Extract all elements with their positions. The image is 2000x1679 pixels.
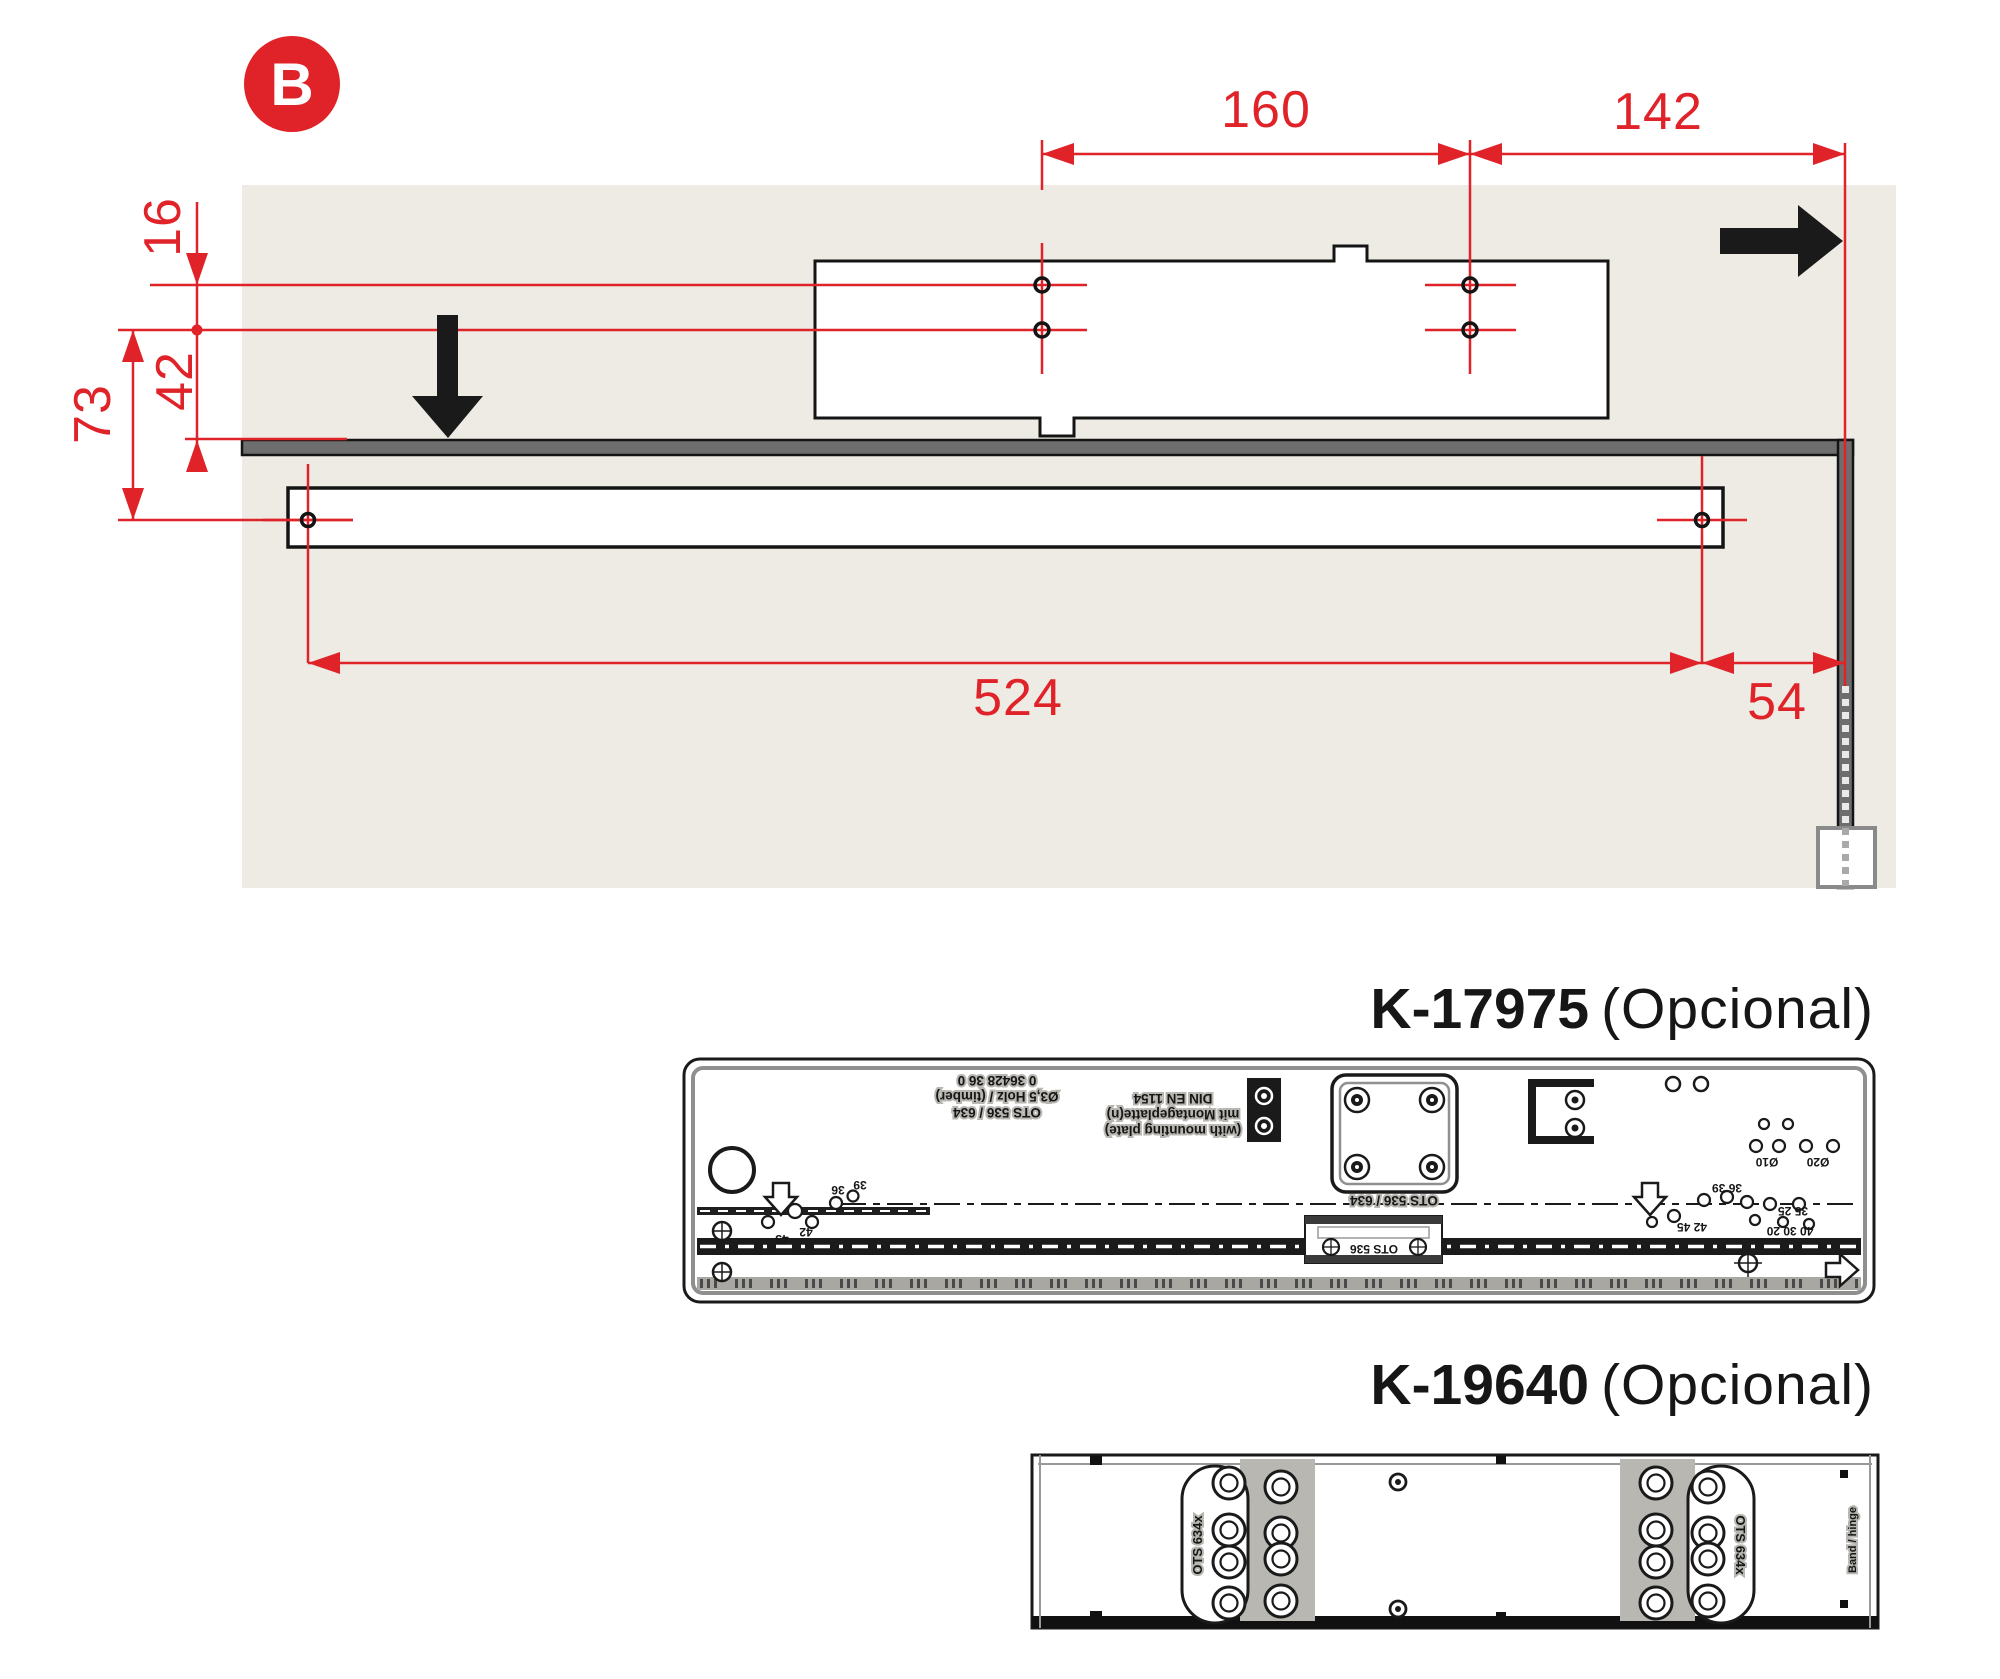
- closer-body-plate: [813, 244, 1610, 438]
- square-corner-screws: [1343, 1086, 1446, 1181]
- template-down-arrow-icon: [762, 1181, 800, 1217]
- template-suffix: (Opcional): [1601, 1353, 1874, 1417]
- template-code: K-19640: [1370, 1353, 1590, 1417]
- template-text-block-din: DIN EN 1154 mit Montageplatte(n) (with m…: [1103, 1089, 1243, 1140]
- template-text-block-left: 0 36428 36 0 Ø3,5 Holz / (timber) OTS 53…: [933, 1071, 1060, 1122]
- fixing-holes: [299, 276, 1711, 529]
- svg-text:Ø10: Ø10: [1755, 1155, 1778, 1169]
- dim-524: 524: [973, 669, 1063, 727]
- arm-hole-marks: [760, 1189, 860, 1230]
- svg-text:Ø20: Ø20: [1806, 1155, 1829, 1169]
- template-down-arrow-icon-2: [1631, 1181, 1669, 1217]
- svg-text:OTS 634x: OTS 634x: [1190, 1515, 1205, 1575]
- slide-rail: [286, 486, 1725, 549]
- svg-text:Ø3,5 Holz / (timber): Ø3,5 Holz / (timber): [935, 1089, 1058, 1104]
- svg-text:Band / hinge: Band / hinge: [1847, 1507, 1859, 1573]
- svg-text:40 30 20: 40 30 20: [1766, 1224, 1813, 1238]
- spindle-hole: [708, 1146, 756, 1194]
- dimension-arrowheads: [122, 143, 1845, 674]
- svg-text:35 25: 35 25: [1778, 1204, 1808, 1218]
- template-title-k19640: K-19640(Opcional): [1370, 1352, 1874, 1418]
- svg-text:36: 36: [831, 1183, 845, 1197]
- lower-module: OTS 536: [1304, 1215, 1443, 1264]
- down-arrow-icon: [412, 315, 483, 438]
- svg-text:39: 39: [853, 1178, 867, 1192]
- left-screw-marks: [711, 1220, 733, 1283]
- svg-text:OTS 536: OTS 536: [1350, 1242, 1398, 1256]
- svg-text:DIN EN 1154: DIN EN 1154: [1133, 1091, 1212, 1106]
- dim-42: 42: [146, 351, 204, 411]
- svg-text:mit Montageplatte(n): mit Montageplatte(n): [1107, 1107, 1240, 1122]
- left-circle-columns: [1211, 1465, 1299, 1621]
- svg-text:(with mounting plate): (with mounting plate): [1105, 1123, 1241, 1138]
- dim-73: 73: [64, 384, 122, 444]
- svg-text:OTS 536 / 634: OTS 536 / 634: [1350, 1193, 1438, 1208]
- crosshair-hole: [1734, 1249, 1762, 1277]
- right-circle-columns: [1638, 1465, 1726, 1621]
- frame-top-bar: [240, 438, 1855, 457]
- right-hole-cluster: [1645, 1117, 1841, 1231]
- template-code: K-17975: [1370, 977, 1590, 1041]
- dim-160: 160: [1221, 81, 1311, 139]
- svg-text:42 45: 42 45: [1677, 1220, 1707, 1234]
- c-bracket: [1528, 1079, 1594, 1144]
- dim-16: 16: [134, 197, 192, 257]
- svg-text:OTS 536 / 634: OTS 536 / 634: [953, 1105, 1041, 1120]
- dim-142: 142: [1613, 83, 1703, 141]
- template-k19640-drawing: OTS 634x: [1030, 1453, 1880, 1630]
- section-badge: B: [244, 36, 340, 132]
- svg-text:OTS 634x: OTS 634x: [1733, 1515, 1748, 1575]
- template-title-k17975: K-17975(Opcional): [1370, 976, 1874, 1042]
- template-suffix: (Opcional): [1601, 977, 1874, 1041]
- template-right-arrow-icon: [1824, 1251, 1860, 1289]
- svg-text:0 36428 36 0: 0 36428 36 0: [958, 1073, 1037, 1088]
- right-arrow-icon: [1720, 205, 1843, 277]
- dimension-lines: [118, 140, 1847, 686]
- svg-text:42: 42: [799, 1225, 813, 1239]
- svg-text:45: 45: [775, 1232, 789, 1246]
- section-badge-label: B: [270, 50, 314, 118]
- template-k17975-drawing: 36 39 42 45 0 36428 36 0 Ø3,5 Holz / (ti…: [682, 1057, 1876, 1304]
- dim-54: 54: [1747, 673, 1807, 731]
- svg-text:36 39: 36 39: [1712, 1181, 1742, 1195]
